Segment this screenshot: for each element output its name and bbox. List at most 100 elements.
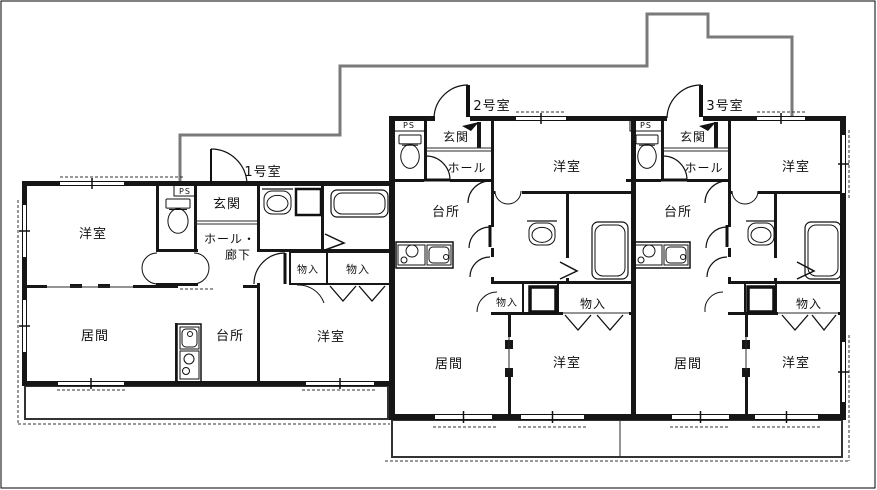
kitchen-counter-unit2 [395,241,454,269]
wall [728,191,732,194]
folding-door-3a2 [744,190,759,205]
wall [22,381,391,386]
unit-1-room-label-genkan: 玄関 [213,197,241,212]
kitchen-door-2a [467,180,491,204]
wall [477,122,481,148]
balcony [24,385,389,420]
unit-2-room-label-mono-b: 物入 [580,297,606,311]
sink-unit2-drain [443,254,449,260]
bathtub-unit3 [804,221,842,280]
vdoor-1b [358,285,386,302]
site-outline [178,12,794,181]
sink-unit2 [426,244,452,266]
unit-2-room-label-genkan: 玄関 [443,129,469,144]
unit-2-room-label-mono-a: 物入 [496,296,518,309]
hall-door-3-arc [662,155,688,181]
wall [742,368,750,377]
unit-1-room-label-yoshitsu-nw: 洋室 [79,226,107,242]
wash-door-3 [705,226,728,249]
wall [661,118,664,180]
wall [389,116,395,420]
unit-2-room-label-hall: ホール [447,161,486,175]
entry-door-1-arc [210,148,248,185]
sink-unit3-drain [680,254,686,260]
wall [774,191,777,258]
stove-unit2-burner [405,244,419,258]
toilet-unit1-tank [165,198,191,209]
stove-unit1-burner [182,367,190,375]
washbasin-unit2-bowl [531,226,553,243]
wall [687,179,729,182]
wall [840,116,846,420]
wall [522,284,524,314]
wall [243,285,258,288]
unit-1-room-label-hall-line1: ホール・ [204,232,256,246]
bath-fold-3 [796,261,816,280]
wall [257,181,260,252]
living-door-2 [469,256,491,278]
toilet-unit3-bowl [637,144,657,169]
sink-unit1-basin [181,328,198,348]
kitchen-counter-unit3 [632,241,691,269]
unit-3-label: 3号室 [706,98,743,114]
bath-fold-1 [324,233,346,251]
toilet-unit3-tank [635,134,659,145]
entry-door-2-arc [433,84,469,119]
wall [728,120,731,194]
wash-door-2 [468,226,491,249]
closet-arc-1 [296,284,325,304]
bathtub-unit2-inner [594,224,626,277]
wall [745,313,748,337]
wall [505,368,513,377]
unit-2-label: 2号室 [473,98,510,114]
closet-door-1b [193,252,210,269]
living-door-3 [706,256,728,278]
vdoor-2a [564,314,592,331]
genkan-step-mark-2 [462,122,479,131]
wall [22,181,391,186]
unit-3-room-label-ps: PS [640,121,652,130]
balcony [391,419,843,458]
washbasin-unit1-bowl [266,194,289,212]
washbasin-unit2 [528,222,556,246]
wall [450,179,492,182]
stove-unit3-burner [637,256,645,264]
unit-2-room-label-ima: 居間 [435,357,463,372]
wall [728,277,731,283]
wall [156,181,159,252]
wall [774,278,777,283]
washbasin-unit3-bowl [750,226,772,243]
wall [209,181,247,186]
kitchen-counter-unit1 [176,323,202,383]
wall [744,284,746,314]
wall [257,249,391,252]
vdoor-3a [781,314,809,331]
toilet-unit1-bowl [167,208,189,234]
ps-box-unit1 [173,184,197,197]
wall [629,312,633,315]
wall [156,249,198,252]
hall-door-2-arc [425,155,451,181]
unit-1-room-label-ima: 居間 [81,329,109,344]
unit-3-room-label-hall: ホール [684,161,723,175]
stove-unit3-burner [642,244,656,258]
wall [714,122,718,148]
kitchen-door-3a [704,180,728,204]
washer-space-unit1 [294,187,323,217]
sink-unit3-basin [665,246,687,264]
wall [508,313,511,337]
wall [508,371,511,416]
unit-3-room-label-yoshitsu-s: 洋室 [782,355,810,371]
wall [389,414,845,420]
wall [133,285,178,288]
unit-3-room-label-genkan: 玄関 [680,129,706,144]
unit-2-room-label-yoshitsu-n: 洋室 [553,159,581,175]
folding-door-3a [731,190,746,205]
wall [838,312,844,315]
unit-1-room-label-mono-b: 物入 [346,262,370,276]
closet-door-1a2 [141,267,158,285]
unit-1-room-label-yoshitsu-se: 洋室 [317,329,345,345]
